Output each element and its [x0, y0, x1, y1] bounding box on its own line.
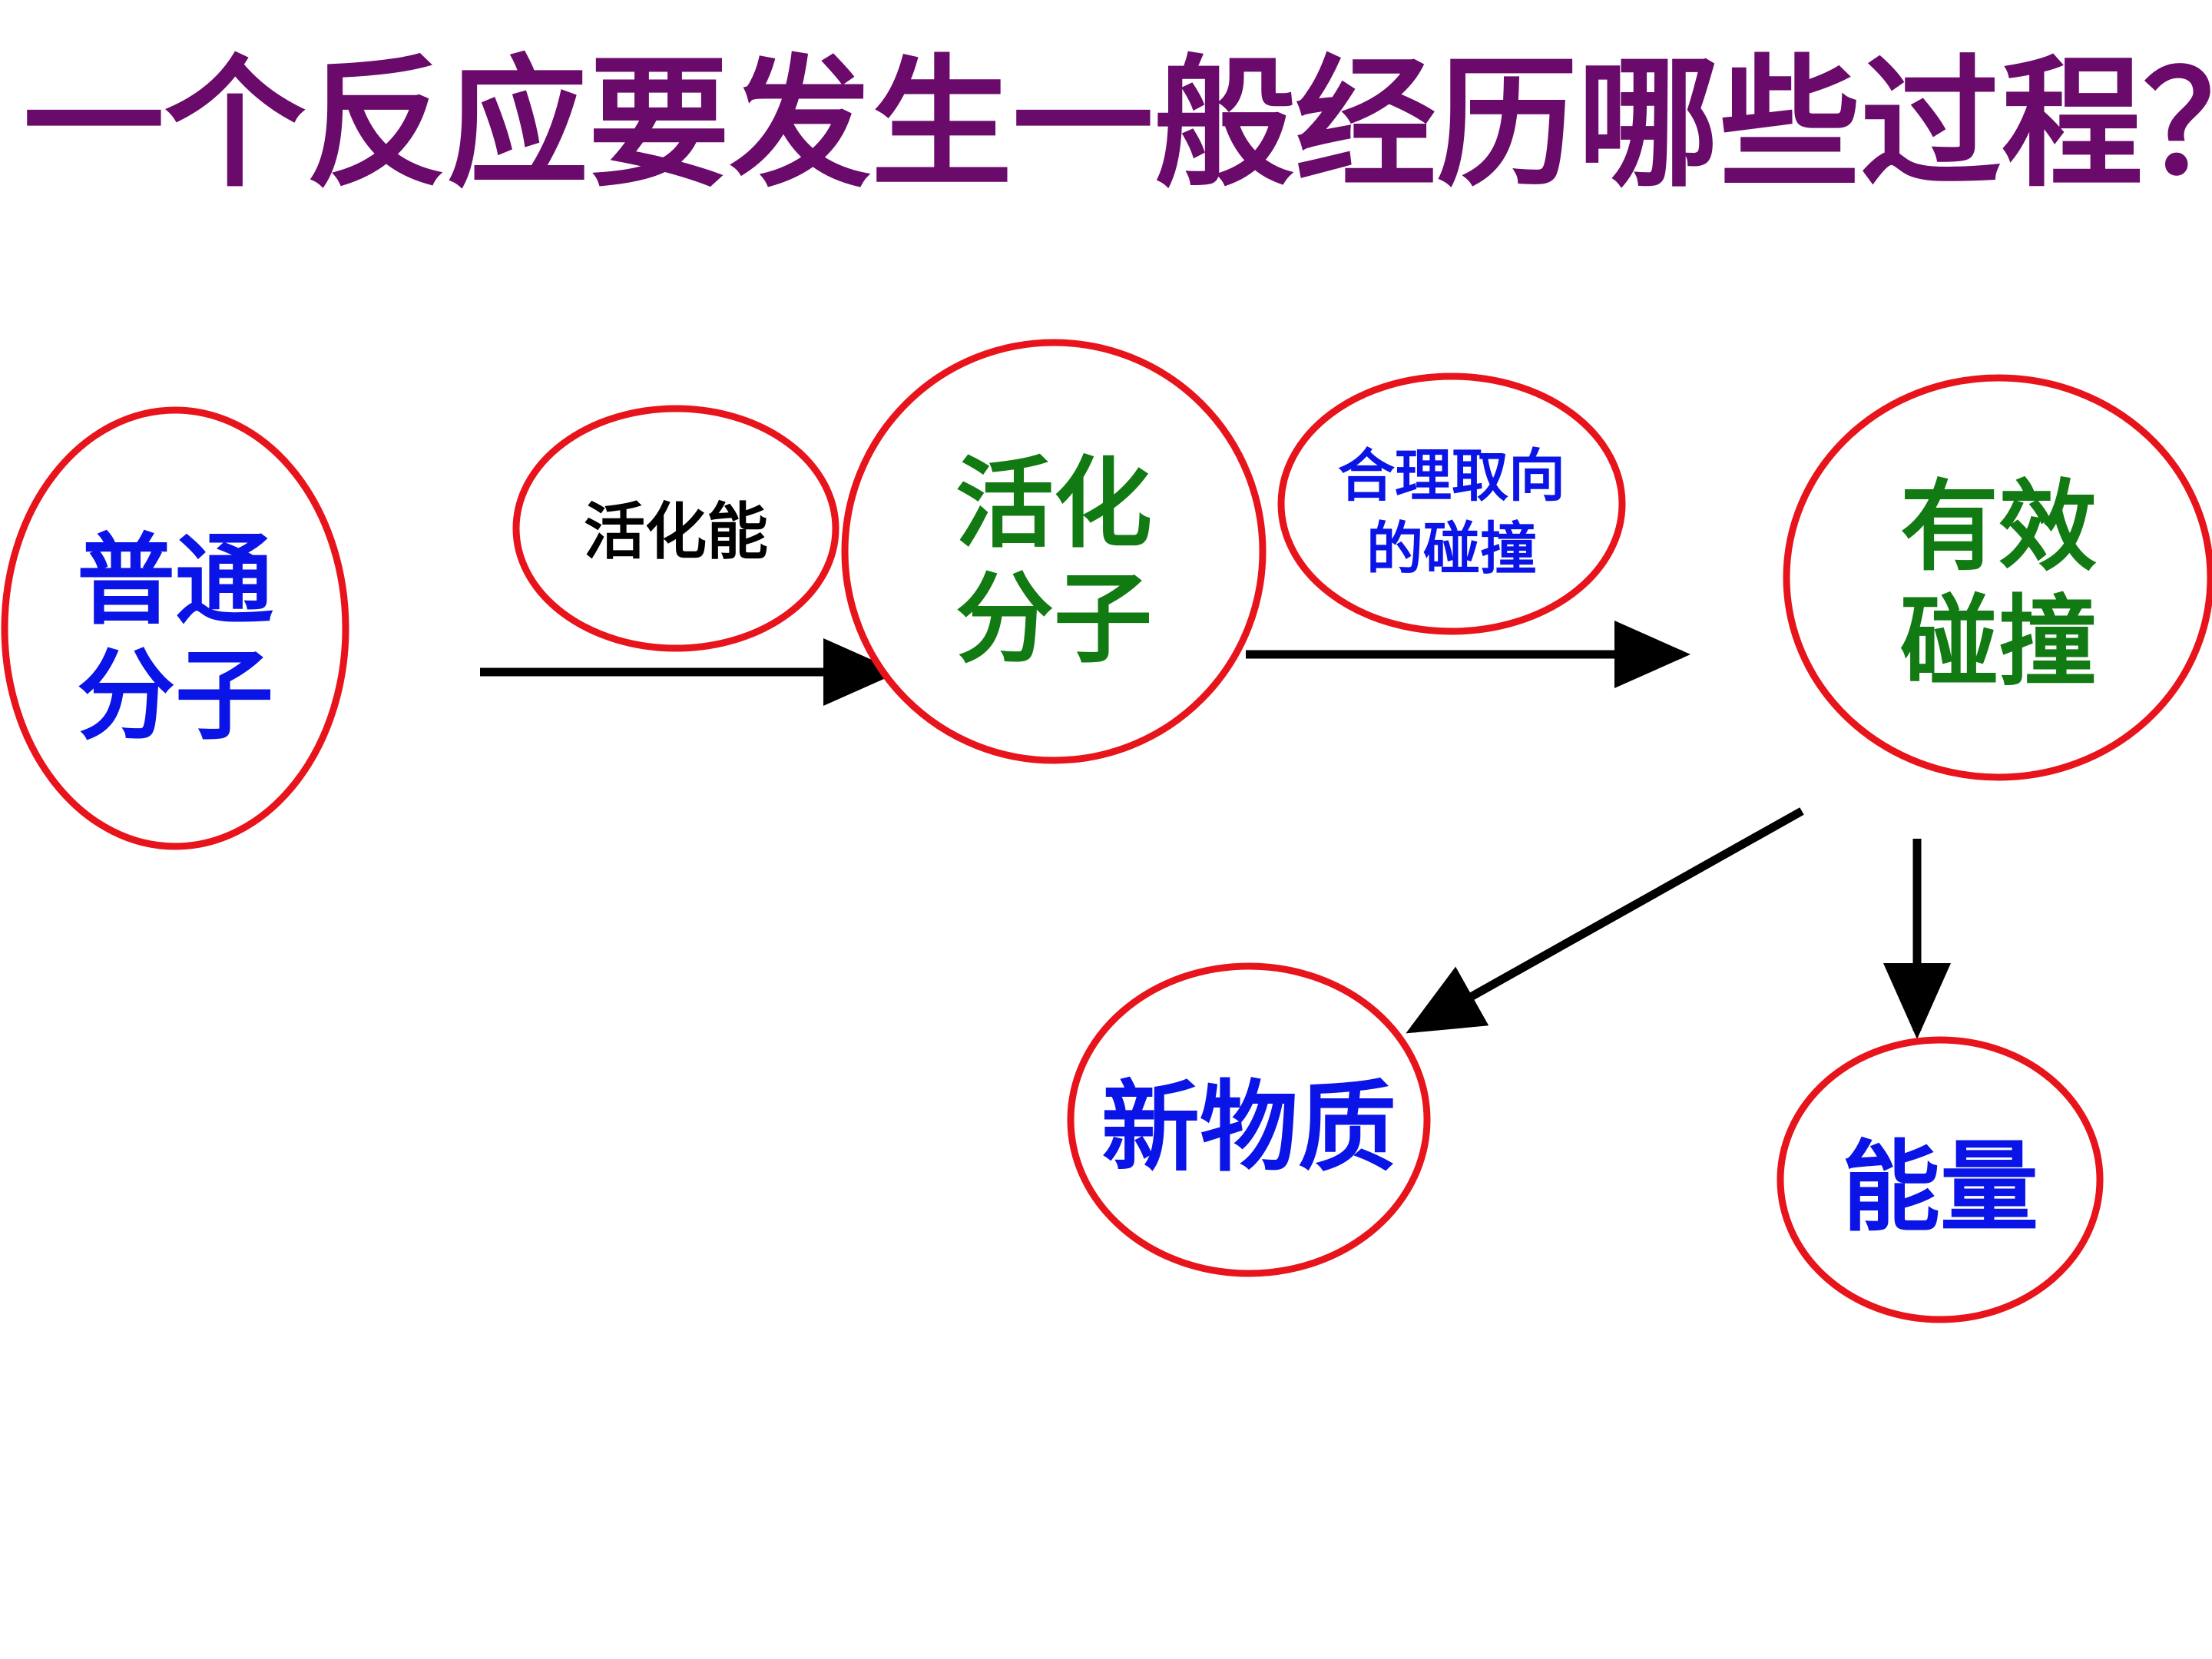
activated-molecules-label-line1: 活化 — [955, 447, 1152, 561]
node-activation-energy: 活化能 — [512, 405, 839, 652]
activated-molecules-label-line2: 分子 — [955, 562, 1152, 677]
effective-collision-label-line2: 碰撞 — [1900, 585, 2097, 700]
proper-orientation-label-line2: 的碰撞 — [1366, 516, 1537, 582]
node-energy: 能量 — [1777, 1036, 2104, 1323]
node-effective-collision: 有效 碰撞 — [1783, 374, 2212, 781]
node-proper-orientation-collision: 合理取向 的碰撞 — [1277, 373, 1626, 635]
node-activated-molecules: 活化 分子 — [841, 339, 1267, 764]
new-substance-label: 新物质 — [1101, 1071, 1396, 1185]
activated-molecules-circle — [841, 339, 1267, 764]
ordinary-molecules-label-line1: 普通 — [77, 524, 273, 638]
proper-orientation-label-line1: 合理取向 — [1338, 443, 1565, 509]
activation-energy-label: 活化能 — [584, 496, 768, 568]
page-title: 一个反应要发生一般经历哪些过程？ — [23, 42, 2212, 207]
energy-circle — [1777, 1036, 2104, 1323]
proper-orientation-circle — [1277, 373, 1626, 635]
energy-label: 能量 — [1842, 1131, 2038, 1245]
activation-energy-circle — [512, 405, 839, 652]
arrow-effective-to-new-substance — [1406, 807, 1804, 1034]
effective-collision-circle — [1783, 374, 2212, 781]
node-new-substance: 新物质 — [1067, 962, 1431, 1277]
new-substance-circle — [1067, 962, 1431, 1277]
node-ordinary-molecules: 普通 分子 — [1, 406, 349, 850]
ordinary-molecules-label-line2: 分子 — [77, 639, 273, 753]
ordinary-molecules-circle — [1, 406, 349, 850]
effective-collision-label-line1: 有效 — [1900, 470, 2097, 584]
